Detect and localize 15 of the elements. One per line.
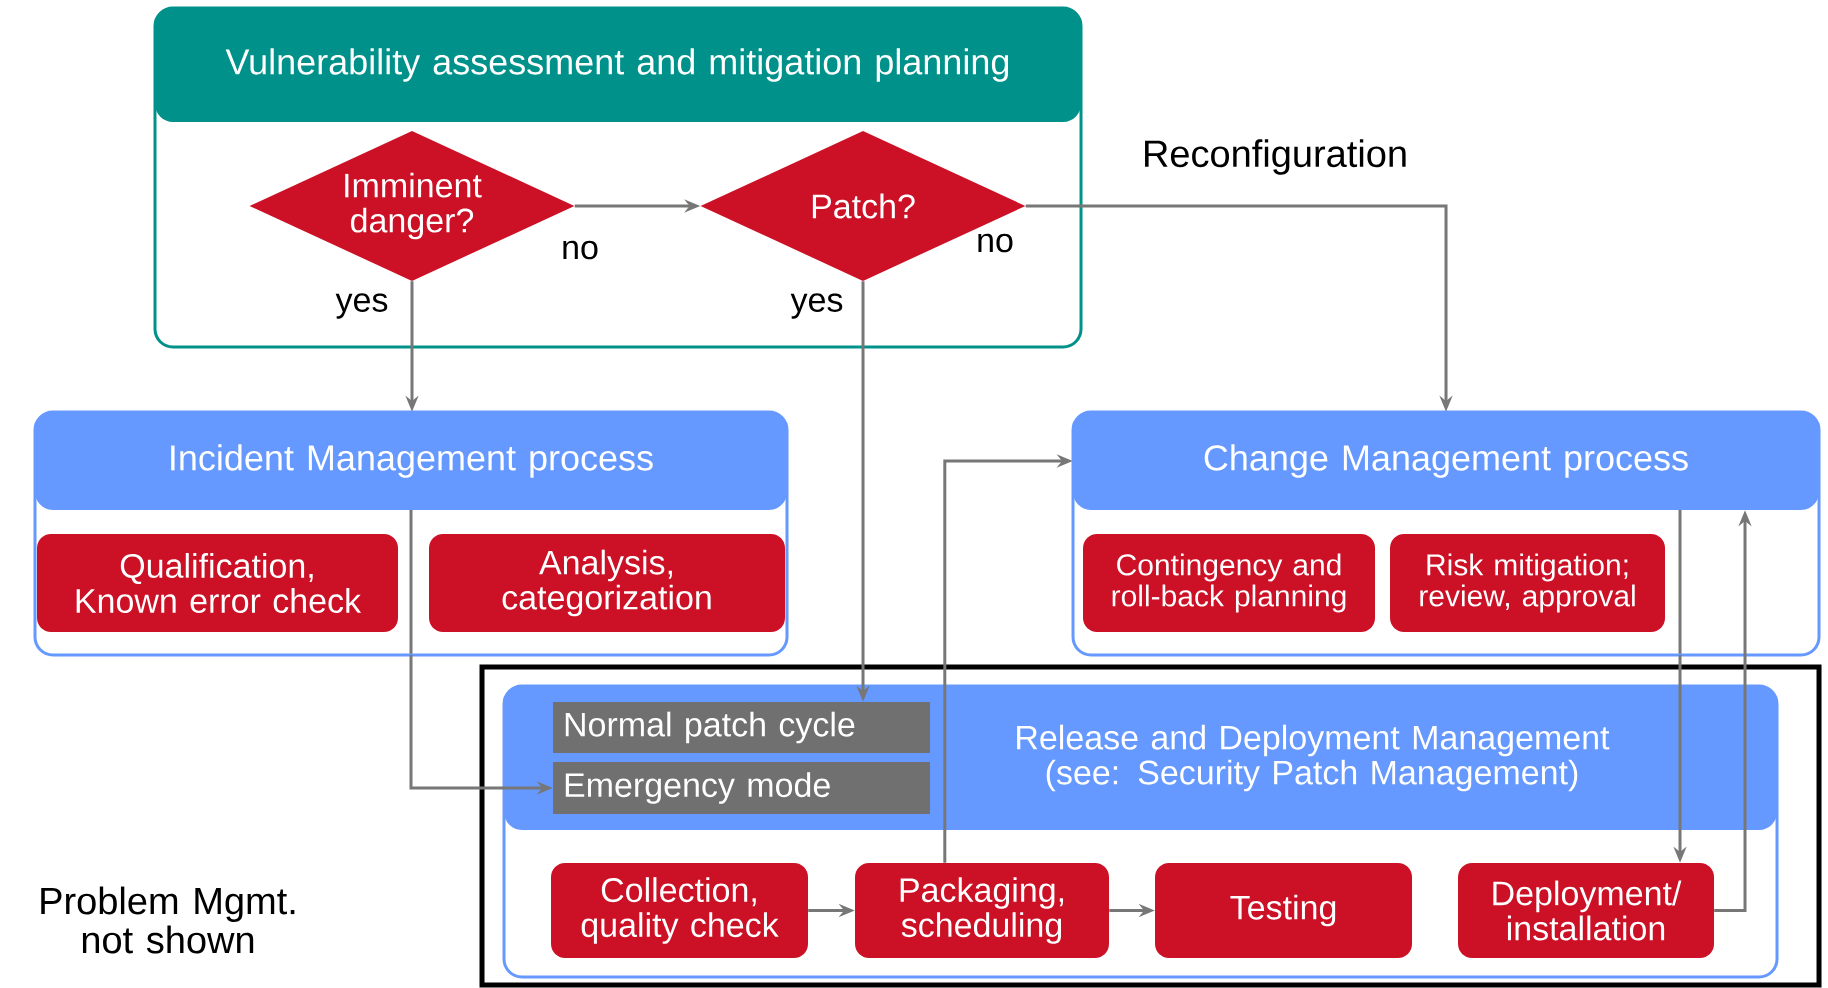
process-box: Deployment/ installation [1458,863,1714,958]
note-text: Problem Mgmt. not shown [41,886,295,954]
process-box: Collection, quality check [551,863,808,958]
edge-label: yes [788,291,846,321]
mode-tag: Normal patch cycle [553,702,930,753]
process-box: Testing [1155,863,1412,958]
edge-label: yes [333,291,391,321]
process-box: Contingency and roll-back planning [1083,534,1375,632]
note-text: Reconfiguration [1145,139,1406,175]
mode-tag: Emergency mode [553,762,930,814]
process-box: Analysis, categorization [429,534,785,632]
process-box: Risk mitigation; review, approval [1390,534,1665,632]
edge-label: no [974,231,1016,255]
process-box: Qualification, Known error check [37,534,398,632]
process-box: Packaging, scheduling [855,863,1109,958]
